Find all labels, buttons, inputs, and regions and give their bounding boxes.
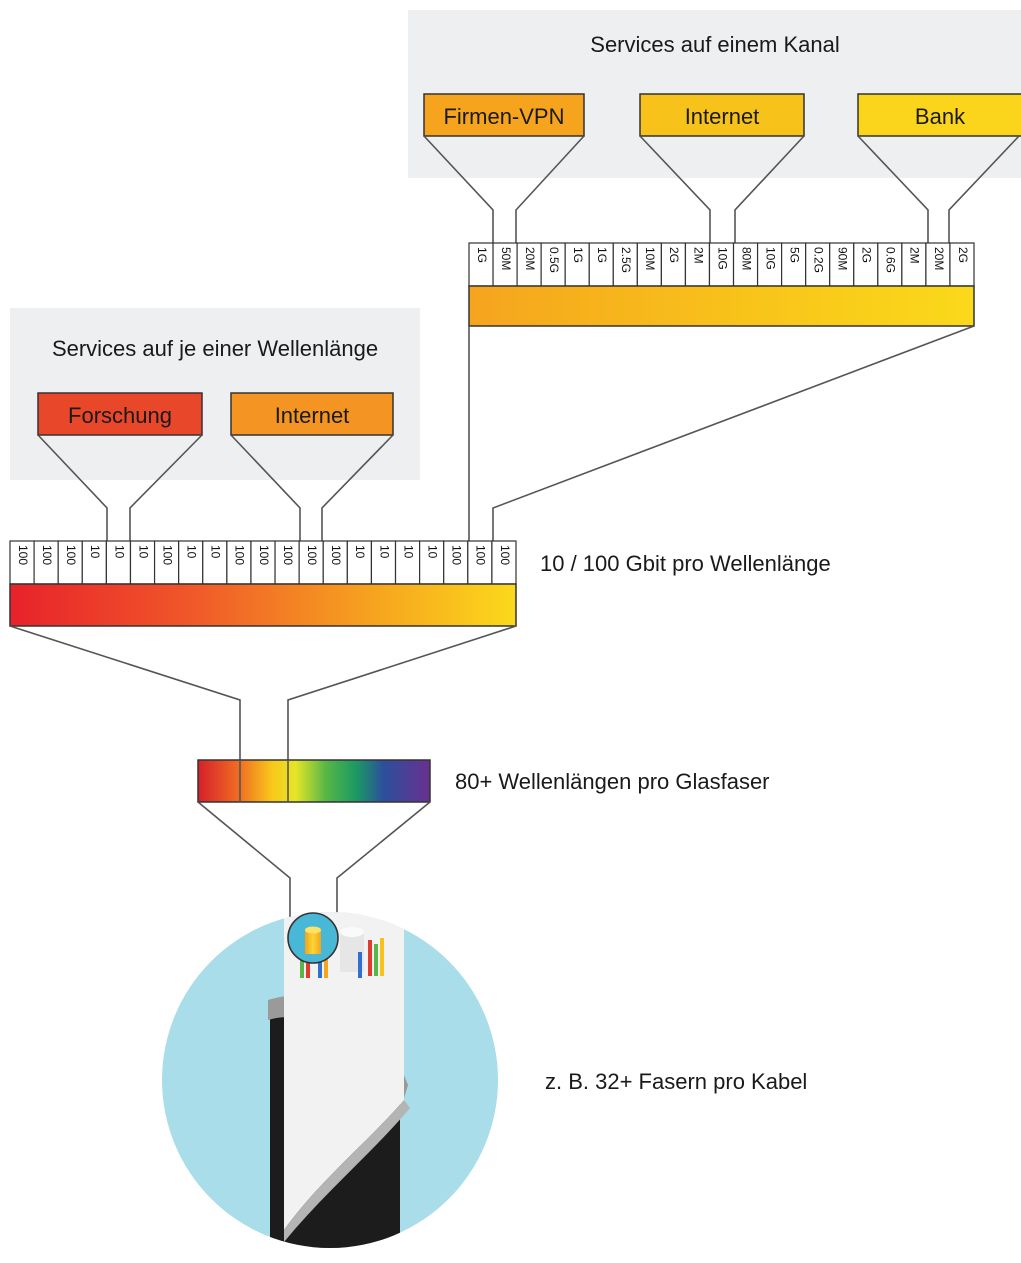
cell-label: 10 (112, 545, 126, 559)
wavelength-label: 10 / 100 Gbit pro Wellenlänge (540, 551, 831, 576)
cell-box (153, 540, 180, 585)
cell-box (346, 540, 373, 585)
cell-label: 1G (475, 247, 489, 263)
cell-box (105, 540, 132, 585)
service-box-internet-top: Internet (639, 93, 805, 137)
cell-label: 10 (377, 545, 391, 559)
cell-box (660, 242, 687, 287)
cell-label: 10 (353, 545, 367, 559)
cell-box (491, 540, 517, 585)
cell-box (81, 540, 107, 585)
spectrum-bar (197, 759, 431, 803)
cell-label: 10 (136, 545, 150, 559)
cell-box (419, 540, 445, 585)
cell-label: 20M (932, 247, 946, 270)
cell-box (829, 242, 855, 287)
svg-text:Internet: Internet (685, 104, 760, 129)
cell-label: 100 (16, 545, 30, 565)
svg-text:Internet: Internet (275, 403, 350, 428)
cell-box (370, 540, 397, 585)
cell-label: 10 (209, 545, 223, 559)
cell-label: 10 (185, 545, 199, 559)
cell-box (564, 242, 590, 287)
cell-box (274, 540, 300, 585)
cell-label: 2G (667, 247, 681, 263)
cell-label: 90M (836, 247, 850, 270)
wavelength-cells: 100 100 100 10 10 10 100 10 10 100 100 100 100 100 10 1… (9, 540, 517, 585)
cell-label: 10 (425, 545, 439, 559)
cell-label: 20M (523, 247, 537, 270)
wavelength-to-spectrum-funnel (9, 625, 517, 760)
cell-label: 2M (908, 247, 922, 264)
cell-label: 80M (739, 247, 753, 270)
top-service-funnels (423, 135, 1020, 243)
cell-label: 100 (160, 545, 174, 565)
channel-cells: 1G 50M 20M 0.5G 1G 1G 2.5G 10M 2G 2M 10G 80M 10G 5G 0.… (468, 242, 975, 287)
cell-label: 0.6G (884, 247, 898, 273)
svg-text:Bank: Bank (915, 104, 966, 129)
cell-label: 2G (860, 247, 874, 263)
cell-label: 2M (691, 247, 705, 264)
cell-box (805, 242, 831, 287)
cell-label: 100 (474, 545, 488, 565)
cell-box (732, 242, 759, 287)
cable-label: z. B. 32+ Fasern pro Kabel (545, 1069, 807, 1094)
cell-label: 100 (233, 545, 247, 565)
channel-bar (468, 285, 975, 327)
cell-label: 10M (643, 247, 657, 270)
service-box-firmen-vpn: Firmen-VPN (423, 93, 585, 137)
cell-label: 100 (498, 545, 512, 565)
cell-label: 50M (499, 247, 513, 270)
channel-to-wavelength-lines (468, 325, 975, 541)
cell-box (250, 540, 276, 585)
service-box-internet-left: Internet (230, 392, 394, 436)
cell-label: 5G (787, 247, 801, 263)
cell-label: 100 (450, 545, 464, 565)
cell-box (467, 540, 493, 585)
cell-label: 10 (88, 545, 102, 559)
svg-text:Forschung: Forschung (68, 403, 172, 428)
cell-box (612, 242, 638, 287)
cell-box (708, 242, 735, 287)
cell-label: 100 (40, 545, 54, 565)
cell-label: 2.5G (619, 247, 633, 273)
cell-label: 100 (64, 545, 78, 565)
svg-text:Firmen-VPN: Firmen-VPN (443, 104, 564, 129)
cell-box (877, 242, 903, 287)
cell-box (516, 242, 542, 287)
cell-label: 1G (595, 247, 609, 263)
cell-box (853, 242, 879, 287)
cell-label: 0.2G (812, 247, 826, 273)
cell-label: 100 (257, 545, 271, 565)
cell-label: 100 (281, 545, 295, 565)
cable-illustration (162, 912, 498, 1248)
left-service-funnels (37, 434, 394, 541)
cell-label: 2G (956, 247, 970, 263)
cell-label: 100 (329, 545, 343, 565)
cell-box (781, 242, 807, 287)
cell-box (443, 540, 469, 585)
cell-label: 10G (763, 247, 777, 270)
cell-label: 10G (715, 247, 729, 270)
service-box-bank: Bank (857, 93, 1021, 137)
top-panel-title: Services auf einem Kanal (590, 32, 839, 57)
cell-label: 1G (571, 247, 585, 263)
spectrum-to-fiber-funnel (197, 801, 431, 926)
cell-box (468, 242, 494, 287)
left-panel-title: Services auf je einer Wellenlänge (52, 336, 378, 361)
wavelength-bar (9, 583, 517, 627)
cell-label: 0.5G (547, 247, 561, 273)
cell-label: 10 (401, 545, 415, 559)
spectrum-label: 80+ Wellenlängen pro Glasfaser (455, 769, 770, 794)
cell-label: 100 (305, 545, 319, 565)
cell-box (9, 540, 35, 585)
cell-box (226, 540, 252, 585)
service-box-forschung: Forschung (37, 392, 203, 436)
